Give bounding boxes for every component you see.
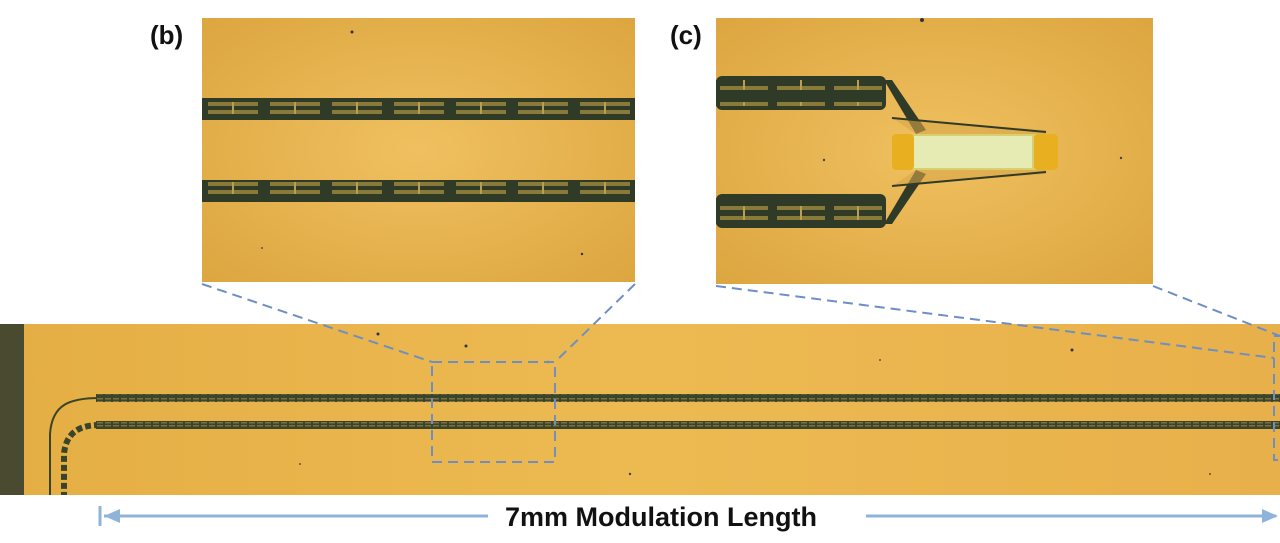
panel-b-image [202, 18, 635, 282]
panel-label-c: (c) [670, 20, 702, 50]
micrograph-panel-b [202, 18, 635, 282]
waveguide-bend-top [49, 397, 101, 495]
electrode-strip-top [202, 98, 635, 120]
modulation-length-caption: 7mm Modulation Length [505, 502, 817, 532]
panel-label-b: (b) [150, 20, 184, 50]
panel-c-image [716, 18, 1153, 284]
chip-edge [0, 324, 24, 495]
waveguide-bend-bottom [61, 422, 101, 495]
main-image [0, 324, 1280, 495]
micrograph-main [0, 324, 1280, 495]
electrode-strip-bottom [202, 180, 635, 202]
electrode-line-top [96, 394, 1280, 402]
micrograph-panel-c [716, 18, 1153, 284]
electrode-line-bottom [96, 421, 1280, 429]
